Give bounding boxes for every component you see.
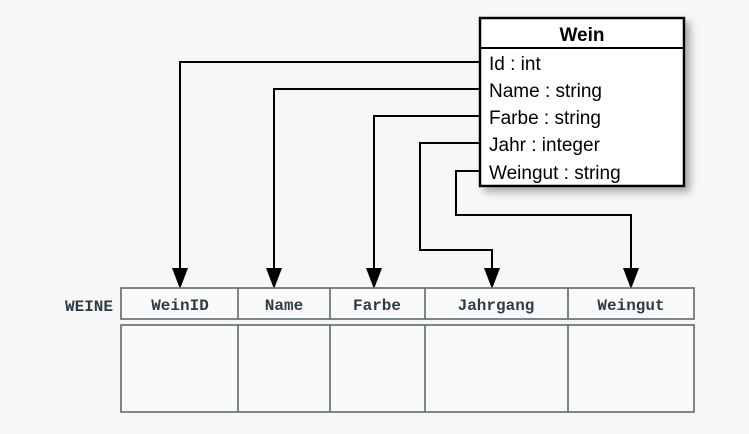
uml-class-wein[interactable] (478, 16, 686, 188)
uml-class-title: Wein (559, 25, 604, 46)
arrowhead-jahrgang (484, 268, 500, 289)
table-header-row-outline (120, 287, 695, 320)
connector-id-to-weinid (179, 61, 480, 278)
column-header-farbe: Farbe (353, 297, 401, 315)
table-body-row-outline (120, 324, 695, 413)
connector-jahr-to-jahrgang (419, 142, 493, 278)
uml-attribute-id: Id : int (489, 54, 541, 75)
connector-farbe-to-farbe (373, 115, 480, 278)
arrowhead-name (266, 268, 282, 289)
arrowhead-farbe (366, 268, 382, 289)
arrowhead-weingut (623, 268, 639, 289)
table-body-row (120, 324, 695, 413)
table-name-label: WEINE (65, 298, 113, 316)
uml-attribute-farbe: Farbe : string (489, 108, 601, 129)
table-header-row: WeinID Name Farbe Jahrgang Weingut (120, 287, 695, 320)
arrowhead-weinid (172, 268, 188, 289)
uml-attribute-jahr: Jahr : integer (489, 135, 601, 156)
column-header-weinid: WeinID (151, 297, 209, 315)
column-header-jahrgang: Jahrgang (458, 297, 535, 315)
column-header-name: Name (265, 297, 303, 315)
connector-weingut-to-weingut (455, 170, 632, 278)
connector-name-to-name (273, 88, 480, 278)
uml-class-box-outline (478, 16, 686, 188)
column-header-weingut: Weingut (597, 297, 664, 315)
connector-group (172, 61, 639, 289)
uml-attribute-name: Name : string (489, 81, 602, 102)
uml-attribute-weingut: Weingut : string (489, 163, 621, 184)
